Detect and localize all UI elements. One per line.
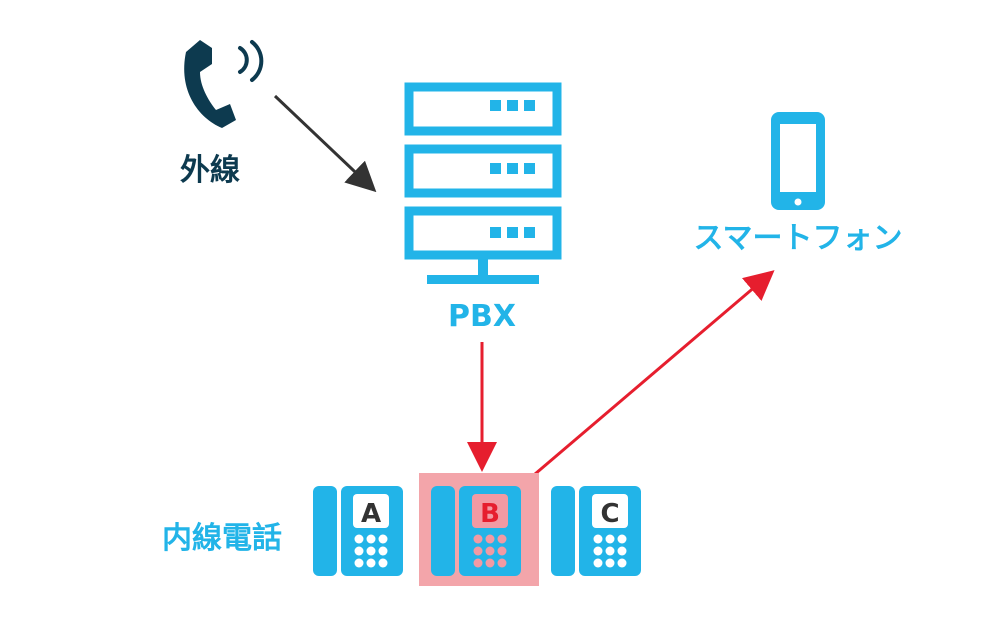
extension-phone-c-icon: C: [551, 486, 641, 576]
phone-b-letter: B: [480, 499, 500, 529]
smartphone-icon: [771, 112, 825, 210]
phone-c-keypad: [593, 534, 627, 568]
phone-b-keypad: [473, 534, 507, 568]
extension-phone-b-icon: B: [431, 486, 521, 576]
smartphone-label: スマートフォン: [693, 221, 902, 256]
phone-c-letter: C: [600, 499, 619, 529]
extension-phone-a-icon: A: [313, 486, 403, 576]
telephone-handset-icon: [184, 40, 264, 128]
pbx-label: PBX: [448, 299, 516, 334]
phone-a-keypad: [354, 534, 388, 568]
phone-a-letter: A: [361, 499, 381, 529]
arrow-external-to-pbx: [273, 94, 377, 193]
external-line-label: 外線: [180, 153, 240, 188]
extension-phone-label: 内線電話: [162, 521, 282, 556]
arrow-phone-b-to-smartphone: [527, 270, 775, 482]
pbx-server-icon: [404, 82, 562, 284]
